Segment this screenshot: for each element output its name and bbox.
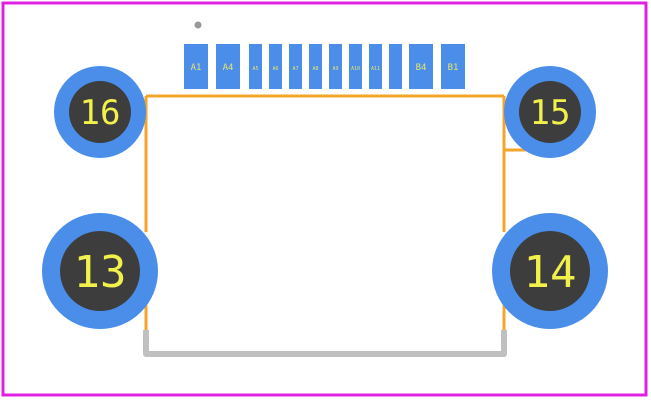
smd-pad-a10 (349, 44, 362, 89)
smd-pad-b4 (409, 44, 433, 89)
smd-pad-label: B4 (416, 63, 427, 73)
smd-pad-a9 (329, 44, 342, 89)
smd-pad-a6 (269, 44, 282, 89)
mounting-hole-label: 13 (74, 247, 127, 298)
mounting-holes: 16 15 13 14 (42, 66, 608, 329)
smd-pad-a1 (184, 44, 208, 89)
smd-pad-label: A9 (332, 66, 338, 72)
smd-pad-label: A8 (312, 66, 318, 72)
mounting-hole-drill-15 (519, 81, 581, 143)
pin1-marker (194, 21, 202, 29)
connector-body-outline (144, 94, 530, 352)
smd-pad-a5 (249, 44, 262, 89)
smd-pad-label: A5 (252, 66, 258, 72)
smd-pad-label: A7 (292, 66, 298, 72)
smd-pad-label: A6 (272, 66, 278, 72)
smd-pad-a4 (216, 44, 240, 89)
smd-pad-a8 (309, 44, 322, 89)
smd-pad-label: B1 (448, 63, 459, 73)
body-bottom-outline (143, 330, 507, 357)
smd-pad-row: A1 A4 A5 A6 A7 A8 A9 A10 A11 B4 B1 (184, 44, 465, 89)
mounting-hole-drill-14 (510, 231, 590, 311)
mounting-hole-drill-13 (60, 231, 140, 311)
smd-pad-a11 (369, 44, 382, 89)
smd-pad-extra (389, 44, 402, 89)
smd-pad-a7 (289, 44, 302, 89)
smd-pad-label: A10 (351, 66, 360, 72)
smd-pad-label: A1 (191, 63, 202, 73)
mounting-hole-label: 14 (524, 247, 577, 298)
mounting-hole-label: 16 (80, 93, 121, 133)
mounting-hole-drill-16 (69, 81, 131, 143)
smd-pad-label: A4 (223, 63, 234, 73)
smd-pad-label: A11 (371, 66, 380, 72)
smd-pad-b1 (441, 44, 465, 89)
mounting-hole-label: 15 (530, 93, 571, 133)
